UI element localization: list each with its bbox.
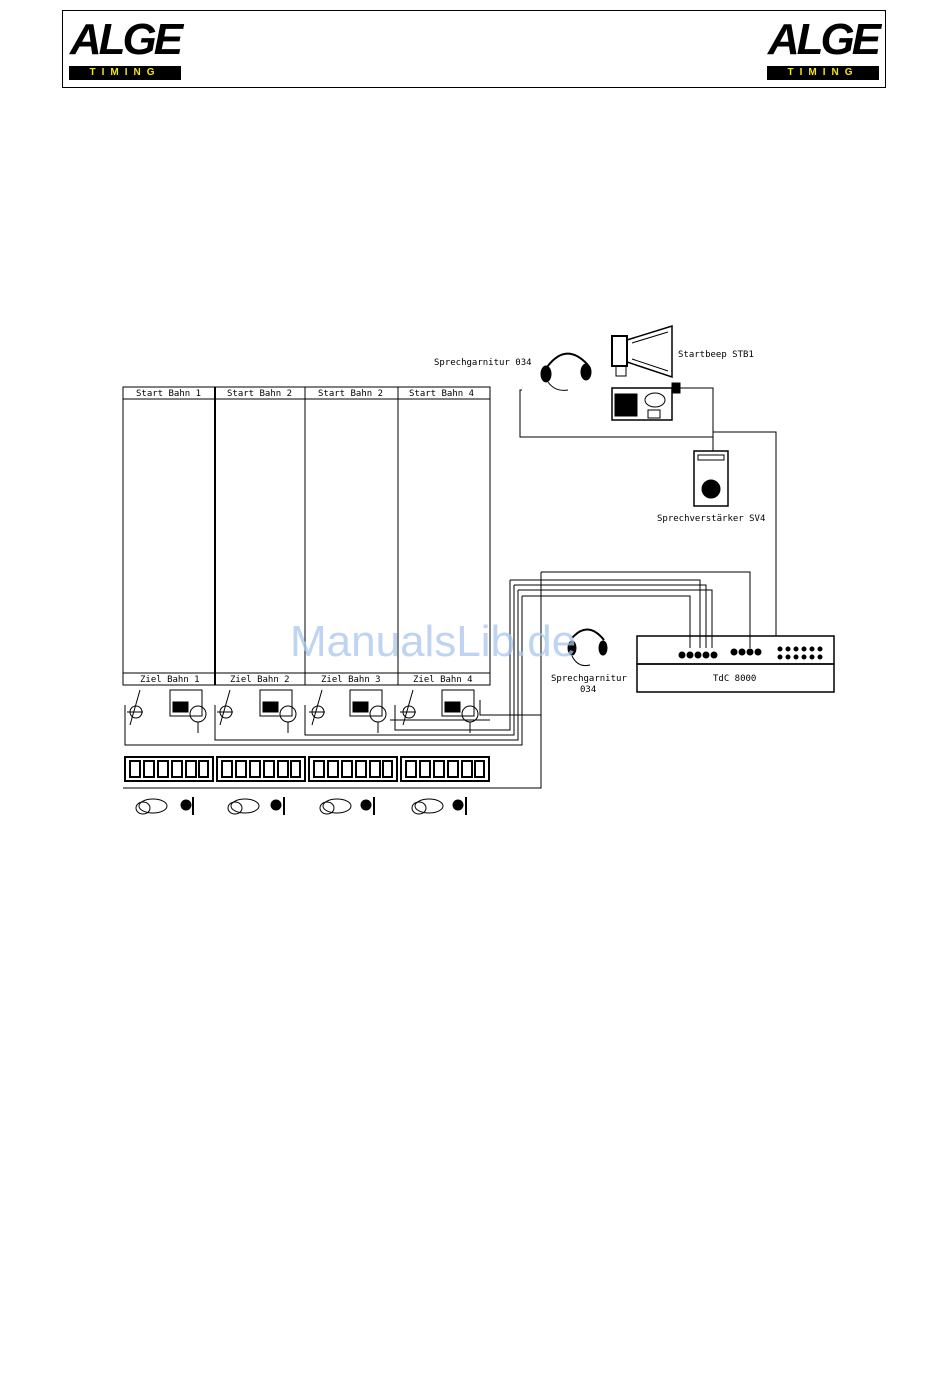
lane-1-finish-label: Ziel Bahn 1 [140,675,200,685]
start-beep-label: Startbeep STB1 [678,350,754,360]
lane-3-finish-label: Ziel Bahn 3 [321,675,381,685]
headset-bottom-number: 034 [580,685,596,695]
lane-2-finish-label: Ziel Bahn 2 [230,675,290,685]
controller-label: TdC 8000 [713,674,756,684]
amplifier-cable [713,432,776,636]
lane-1-start-label: Start Bahn 1 [136,389,201,399]
start-devices [136,797,466,815]
lane-2-start-label: Start Bahn 2 [227,389,292,399]
headset-icon [541,354,591,391]
lane-3-start-label: Start Bahn 2 [318,389,383,399]
lane-4-sensors [400,690,478,733]
lane-1-sensors [127,690,206,733]
headset-top-label: Sprechgarnitur 034 [434,358,532,368]
start-beep-icon [612,326,680,420]
headset-bottom-label: Sprechgarnitur [551,674,627,684]
amplifier-label: Sprechverstärker SV4 [657,514,765,524]
lane-3-sensors [309,690,386,733]
controller-sockets [679,647,822,659]
amplifier-icon [694,451,728,506]
beep-cable [680,388,713,451]
lane-4-finish-label: Ziel Bahn 4 [413,675,473,685]
lane-2-sensors [217,690,296,733]
watermark: ManualsLib.de [290,617,576,666]
lane-4-start-label: Start Bahn 4 [409,389,474,399]
